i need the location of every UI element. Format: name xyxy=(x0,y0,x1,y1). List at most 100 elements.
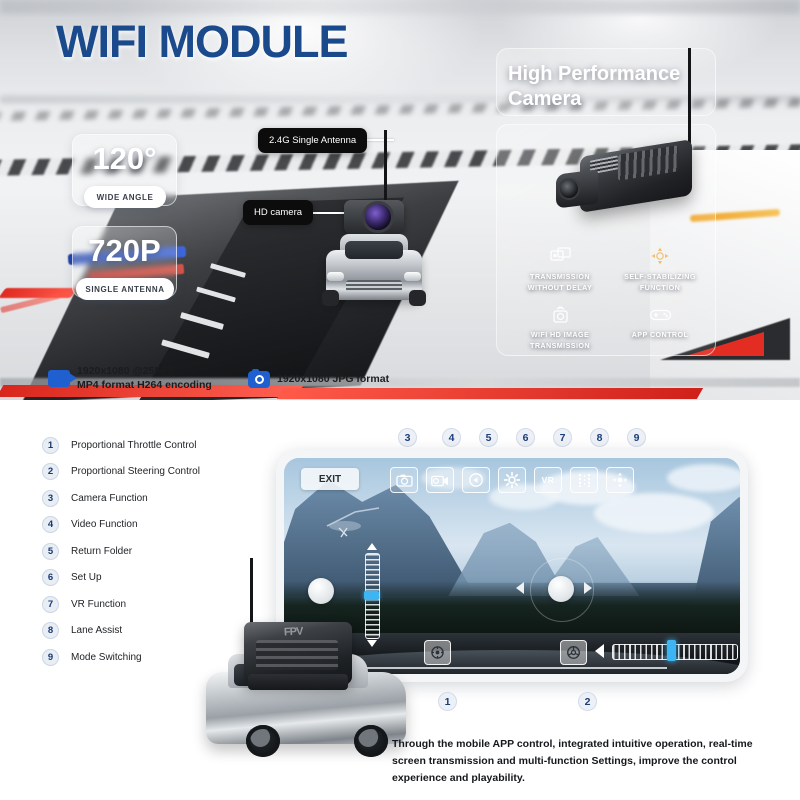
marker-6: 6 xyxy=(516,428,535,447)
spec-badge-value: 120° xyxy=(92,141,157,176)
ceiling-beam-2 xyxy=(0,96,800,103)
list-item: 7 VR Function xyxy=(42,591,262,618)
spec-video-line2: MP4 format H264 encoding xyxy=(77,379,212,392)
feature-label: SELF-STABILIZING FUNCTION xyxy=(624,272,696,292)
road-line xyxy=(356,666,668,669)
feature-self-stabilizing: SELF-STABILIZING FUNCTION xyxy=(608,244,712,294)
hero-section: WIFI MODULE 120° WIDE ANGLE 720P SINGLE … xyxy=(0,0,800,400)
legend-number: 8 xyxy=(42,622,59,640)
camera-function-icon[interactable] xyxy=(390,467,418,493)
module-lens-glass xyxy=(558,178,580,200)
list-item: 6 Set Up xyxy=(42,565,262,592)
forest-band xyxy=(284,581,740,638)
toolbar-markers: 3 4 5 6 7 8 9 xyxy=(398,428,648,448)
steering-left-arrow[interactable] xyxy=(595,644,604,658)
lane-assist-icon[interactable] xyxy=(570,467,598,493)
exit-button[interactable]: EXIT xyxy=(301,468,359,490)
feature-transmission: TRANSMISSION WITHOUT DELAY xyxy=(508,244,612,294)
list-item: 4 Video Function xyxy=(42,512,262,539)
windshield xyxy=(345,241,403,259)
rc-car-with-module: FPV xyxy=(188,558,420,760)
mode-switching-icon[interactable] xyxy=(606,467,634,493)
callout-leader-camera xyxy=(313,212,359,214)
spec-badge-label: WIDE ANGLE xyxy=(96,192,154,202)
feature-app-control: APP CONTROL xyxy=(608,302,712,341)
spec-badge-value: 720P xyxy=(88,233,161,268)
legend-label: VR Function xyxy=(71,598,127,610)
gamepad-icon xyxy=(608,302,712,326)
glider-object xyxy=(325,506,381,542)
right-title-panel xyxy=(496,48,716,116)
video-function-icon[interactable] xyxy=(426,467,454,493)
left-joystick-knob[interactable] xyxy=(308,578,334,604)
legend-label: Video Function xyxy=(71,519,138,531)
legend-number: 7 xyxy=(42,595,59,613)
marker-8: 8 xyxy=(590,428,609,447)
steering-slider-knob[interactable] xyxy=(667,640,676,661)
headlight-right xyxy=(404,272,421,281)
spec-row: 1920x1080 @25FPS MP4 format H264 encodin… xyxy=(0,362,800,396)
throttle-up-arrow[interactable] xyxy=(367,543,377,550)
spec-photo: 1920x1080 JPG format xyxy=(248,368,389,388)
steering-wheel-icon[interactable] xyxy=(560,640,587,665)
throttle-slider-knob[interactable] xyxy=(364,591,379,600)
spec-badge-label-pill-1: WIDE ANGLE xyxy=(84,186,166,208)
video-camera-icon xyxy=(48,369,77,387)
wheel-left xyxy=(322,290,339,306)
stabilizer-icon xyxy=(608,244,712,268)
cloud xyxy=(489,483,560,510)
app-caption: Through the mobile APP control, integrat… xyxy=(392,738,753,784)
module-base xyxy=(248,674,348,690)
legend-label: Set Up xyxy=(71,572,102,584)
red-track-wedge xyxy=(686,332,764,356)
legend-label: Proportional Throttle Control xyxy=(71,439,197,451)
right-joystick-ring[interactable] xyxy=(530,558,594,622)
page-title: WIFI MODULE xyxy=(56,16,348,67)
wifi-module-product xyxy=(556,48,696,218)
vr-function-icon[interactable]: VR xyxy=(534,467,562,493)
throttle-control-icon[interactable] xyxy=(424,640,451,665)
marker-3: 3 xyxy=(398,428,417,447)
marker-4: 4 xyxy=(442,428,461,447)
joystick-left-arrow[interactable] xyxy=(516,582,524,594)
wheel-front xyxy=(354,725,388,757)
legend-number: 1 xyxy=(42,436,59,454)
spec-badge-label: SINGLE ANTENNA xyxy=(85,284,165,294)
wheel-rear xyxy=(246,725,280,757)
spec-video-text: 1920x1080 @25FPS MP4 format H264 encodin… xyxy=(77,364,212,392)
joystick-right-arrow[interactable] xyxy=(584,582,592,594)
legend-label: Camera Function xyxy=(71,492,148,504)
marker-2: 2 xyxy=(578,692,597,711)
return-folder-icon[interactable] xyxy=(462,467,490,493)
vr-label: VR xyxy=(541,475,555,485)
settings-gear-icon[interactable] xyxy=(498,467,526,493)
marker-1: 1 xyxy=(438,692,457,711)
wifi-module: FPV xyxy=(244,622,352,690)
wheel-right xyxy=(409,290,426,306)
wifi-image-icon xyxy=(508,302,612,326)
cloud xyxy=(594,492,715,533)
legend-label: Mode Switching xyxy=(71,651,142,663)
list-item: 9 Mode Switching xyxy=(42,644,262,671)
legend-number: 9 xyxy=(42,648,59,666)
right-joystick-knob[interactable] xyxy=(548,576,574,602)
camera-lens xyxy=(362,201,394,233)
legend-number: 6 xyxy=(42,569,59,587)
right-panel-title: High Performance Camera xyxy=(508,63,681,110)
legend-number: 4 xyxy=(42,516,59,534)
app-screen: EXIT VR xyxy=(284,458,740,674)
rc-car-front-view xyxy=(318,130,430,314)
feature-label: WIFI HD IMAGE TRANSMISSION xyxy=(530,330,590,350)
module-vents xyxy=(256,640,338,670)
antenna-rod xyxy=(250,558,253,624)
spec-badge-label-pill-2: SINGLE ANTENNA xyxy=(76,278,174,300)
throttle-down-arrow[interactable] xyxy=(367,640,377,647)
antenna-rod xyxy=(384,130,387,204)
marker-9: 9 xyxy=(627,428,646,447)
cloud xyxy=(667,464,740,493)
